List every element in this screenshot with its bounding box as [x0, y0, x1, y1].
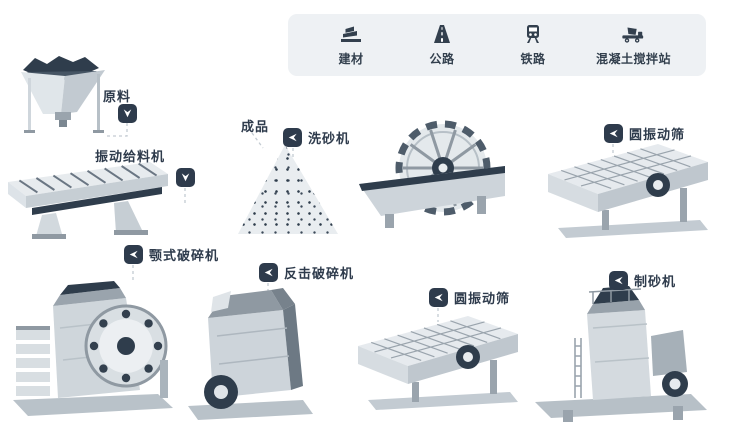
jaw-crusher-label: 颚式破碎机 — [149, 249, 220, 264]
application-item-highway: 公路 — [414, 23, 470, 67]
arrow-icon — [181, 173, 190, 182]
sand-maker-label: 制砂机 — [634, 275, 677, 290]
arrow-icon — [609, 129, 618, 138]
circular-vibrating-screen-bottom-illustration — [350, 300, 525, 418]
sand-washer-arrow-badge — [283, 128, 302, 147]
raw-material-hopper-illustration — [15, 48, 115, 138]
sand-washer-illustration — [355, 118, 505, 233]
arrow-icon — [123, 109, 132, 118]
finished-product-pile-illustration — [238, 144, 338, 234]
arrow-icon — [614, 276, 623, 285]
sand-washer-tag: 洗砂机 — [283, 128, 350, 147]
building-materials-icon — [340, 26, 361, 42]
application-label: 混凝土搅拌站 — [595, 52, 671, 66]
applications-panel: 建材 公路 铁路 — [288, 14, 706, 76]
sand-maker-tag: 制砂机 — [609, 271, 676, 290]
circular-vibrating-screen-bottom-tag: 圆振动筛 — [429, 288, 510, 307]
circular-vibrating-screen-top-label: 圆振动筛 — [629, 128, 686, 143]
circular-vibrating-screen-top-illustration — [540, 132, 715, 242]
highway-icon — [433, 25, 450, 43]
concrete-mixing-plant-icon — [622, 27, 644, 43]
screen-bottom-arrow-badge — [429, 288, 448, 307]
screen-top-arrow-badge — [604, 124, 623, 143]
application-label: 铁路 — [520, 52, 546, 66]
jaw-crusher-arrow-badge — [124, 245, 143, 264]
application-item-railway: 铁路 — [505, 23, 561, 67]
jaw-crusher-illustration — [8, 268, 178, 420]
arrow-icon — [288, 133, 297, 142]
impact-crusher-arrow-badge — [259, 263, 278, 282]
jaw-crusher-tag: 颚式破碎机 — [124, 245, 219, 264]
vibrating-feeder-illustration — [2, 146, 177, 241]
application-item-building-materials: 建材 — [323, 23, 379, 67]
vibrating-feeder-label: 振动给料机 — [95, 150, 166, 165]
impact-crusher-illustration — [183, 278, 318, 423]
railway-icon — [526, 25, 539, 43]
connector-finished-product — [251, 132, 264, 149]
raw-material-arrow-badge — [118, 104, 137, 123]
sand-maker-arrow-badge — [609, 271, 628, 290]
application-item-concrete-plant: 混凝土搅拌站 — [596, 23, 671, 67]
application-label: 公路 — [429, 52, 455, 66]
vibrating-feeder-arrow-badge — [176, 168, 195, 187]
arrow-icon — [264, 268, 273, 277]
impact-crusher-tag: 反击破碎机 — [259, 263, 354, 282]
sand-washer-label: 洗砂机 — [308, 132, 351, 147]
circular-vibrating-screen-bottom-label: 圆振动筛 — [454, 292, 511, 307]
circular-vibrating-screen-top-tag: 圆振动筛 — [604, 124, 685, 143]
arrow-icon — [129, 250, 138, 259]
arrow-icon — [434, 293, 443, 302]
raw-material-label: 原料 — [103, 90, 132, 105]
sand-maker-illustration — [523, 278, 715, 428]
impact-crusher-label: 反击破碎机 — [284, 267, 355, 282]
finished-product-label: 成品 — [241, 120, 270, 135]
application-label: 建材 — [338, 52, 364, 66]
